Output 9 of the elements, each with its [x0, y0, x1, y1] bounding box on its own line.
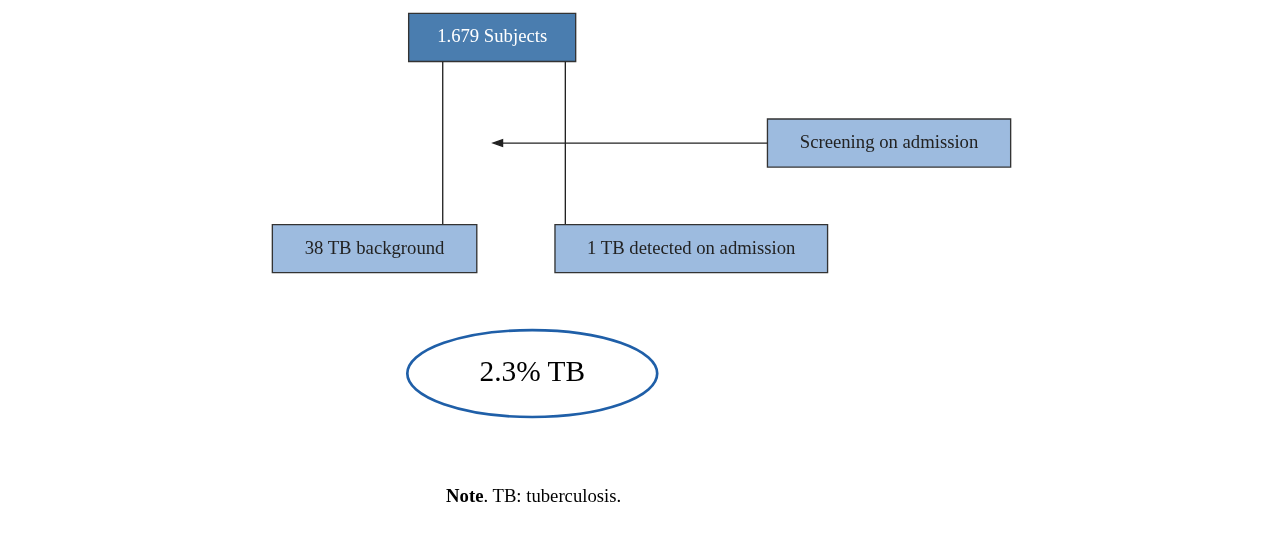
arrow — [491, 138, 768, 148]
connector — [564, 61, 566, 225]
node-ellipse: 2.3% TB — [405, 328, 659, 419]
node-box: 1 TB detected on admission — [554, 223, 829, 274]
connector — [442, 61, 444, 225]
node-box: 1.679 Subjects — [407, 12, 577, 63]
node-box: Screening on admission — [766, 118, 1012, 168]
node-box: 38 TB background — [271, 223, 478, 274]
label: Note. TB: tuberculosis. — [446, 485, 622, 507]
